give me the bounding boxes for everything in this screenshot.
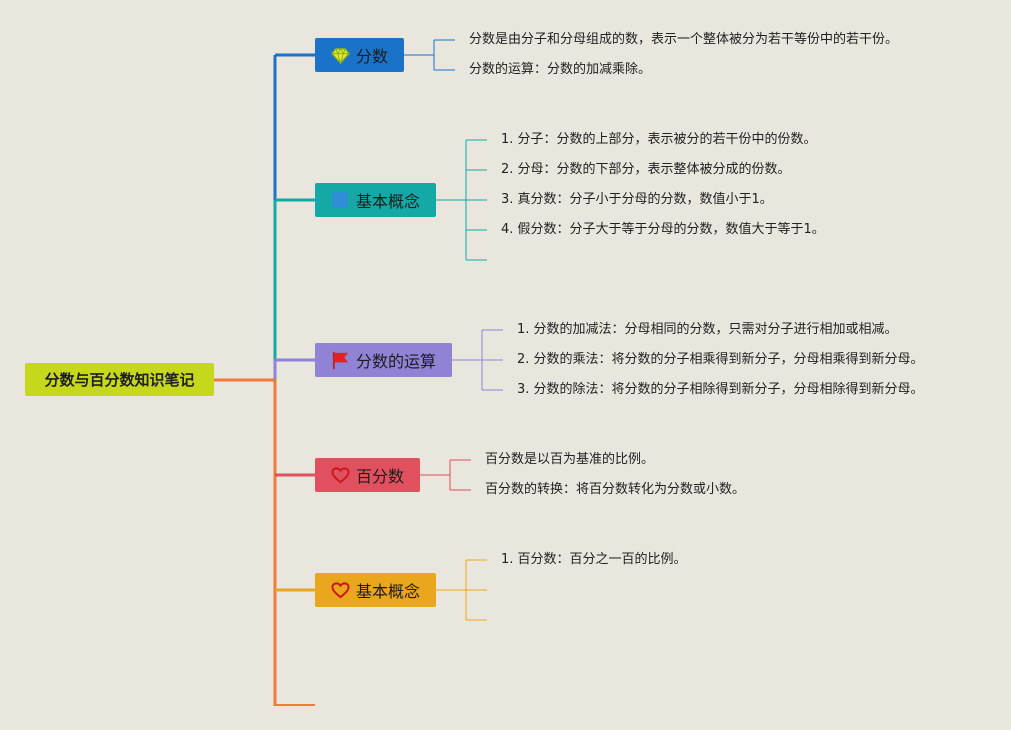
leaf-item: 百分数是以百为基准的比例。 <box>485 452 655 467</box>
topic-label: 基本概念 <box>355 192 420 211</box>
topic-fraction[interactable]: 分数 <box>315 38 404 72</box>
leaf-item: 分数的运算：分数的加减乘除。 <box>469 62 652 77</box>
topic-basic-concepts[interactable]: 基本概念 <box>315 183 436 217</box>
leaf-item: 1. 百分数：百分之一百的比例。 <box>501 552 687 567</box>
leaf-item: 4. 假分数：分子大于等于分母的分数，数值大于等于1。 <box>501 222 825 237</box>
topic-percentage-concepts[interactable]: 基本概念 <box>315 573 436 607</box>
leaf-item: 1. 分数的加减法：分母相同的分数，只需对分子进行相加或相减。 <box>517 322 898 337</box>
leaf-item: 3. 真分数：分子小于分母的分数，数值小于1。 <box>501 192 773 207</box>
topic-label: 分数的运算 <box>355 352 436 371</box>
root-topic[interactable]: 分数与百分数知识笔记 <box>25 363 214 396</box>
leaf-item: 2. 分数的乘法：将分数的分子相乘得到新分子，分母相乘得到新分母。 <box>517 352 924 367</box>
heart-icon <box>331 466 350 485</box>
root-topic-label: 分数与百分数知识笔记 <box>44 371 195 389</box>
topic-label: 分数 <box>355 47 388 66</box>
topic-fraction-operations[interactable]: 分数的运算 <box>315 343 452 377</box>
leaf-item: 百分数的转换：将百分数转化为分数或小数。 <box>485 482 746 497</box>
flag-icon <box>331 351 350 370</box>
leaf-item: 分数是由分子和分母组成的数，表示一个整体被分为若干等份中的若干份。 <box>469 32 899 47</box>
leaf-item: 2. 分母：分数的下部分，表示整体被分成的份数。 <box>501 162 791 177</box>
topic-percentage[interactable]: 百分数 <box>315 458 420 492</box>
diamond-icon <box>331 46 350 65</box>
heart-icon <box>331 581 350 600</box>
leaf-item: 3. 分数的除法：将分数的分子相除得到新分子，分母相除得到新分母。 <box>517 382 924 397</box>
topic-label: 基本概念 <box>355 582 420 601</box>
square-icon <box>331 191 350 210</box>
leaf-item: 1. 分子：分数的上部分，表示被分的若干份中的份数。 <box>501 132 817 147</box>
topic-label: 百分数 <box>355 467 404 486</box>
